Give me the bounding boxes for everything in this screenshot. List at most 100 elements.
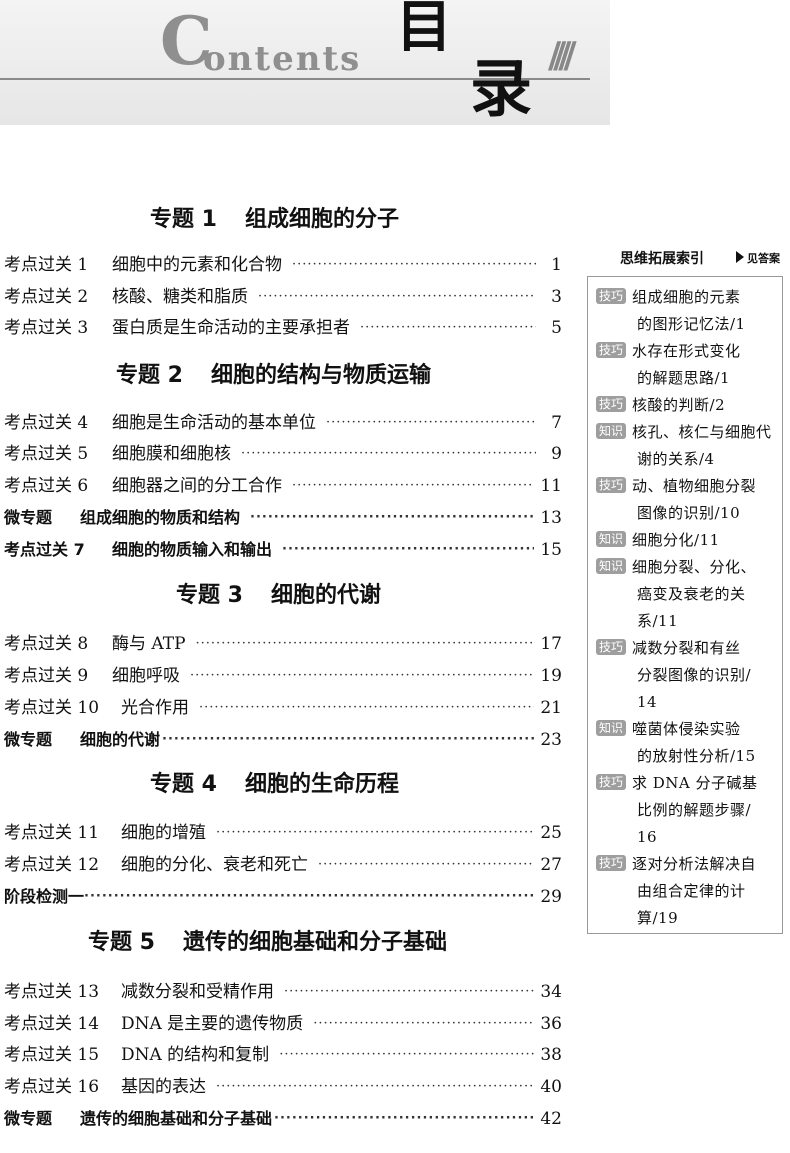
- side-item[interactable]: 技巧水存在形式变化 的解题思路/1: [596, 338, 780, 392]
- side-item-line: 核酸的判断/2: [632, 396, 726, 414]
- side-item[interactable]: 技巧组成细胞的元素 的图形记忆法/1: [596, 284, 780, 338]
- tag-badge: 技巧: [596, 855, 627, 871]
- entry-title: 细胞是生命活动的基本单位: [112, 413, 316, 433]
- toc-entry-micro[interactable]: 微专题 细胞的代谢 23: [4, 728, 562, 752]
- entry-label: 考点过关 9: [4, 666, 89, 686]
- side-item[interactable]: 知识噬菌体侵染实验 的放射性分析/15: [596, 716, 780, 770]
- side-item[interactable]: 技巧求 DNA 分子碱基 比例的解题步骤/ 16: [596, 770, 780, 851]
- toc-entry[interactable]: 考点过关 4 细胞是生命活动的基本单位 7: [4, 411, 562, 435]
- entry-label: 考点过关 7: [4, 540, 85, 559]
- tag-badge: 技巧: [596, 342, 627, 358]
- title-char-mu: 目: [396, 0, 452, 60]
- entry-page: 7: [551, 413, 562, 433]
- leader-dots: [250, 506, 534, 530]
- side-item[interactable]: 技巧逐对分析法解决自 由组合定律的计 算/19: [596, 851, 780, 932]
- entry-label: 考点过关 4: [4, 413, 89, 433]
- side-item-line: 减数分裂和有丝: [632, 639, 741, 657]
- header-rule: [0, 78, 590, 80]
- entry-label: 考点过关 15: [4, 1045, 100, 1065]
- entry-page: 40: [540, 1077, 562, 1097]
- toc-entry-micro[interactable]: 微专题 组成细胞的物质和结构 13: [4, 506, 562, 530]
- toc-entry[interactable]: 考点过关 14 DNA 是主要的遗传物质 36: [4, 1012, 562, 1036]
- toc-entry[interactable]: 考点过关 12 细胞的分化、衰老和死亡 27: [4, 853, 562, 877]
- entry-label: 考点过关 2: [4, 287, 89, 307]
- leader-dots: [190, 664, 534, 688]
- leader-dots: [199, 696, 534, 720]
- entry-label: 考点过关 1: [4, 255, 89, 275]
- entry-title: 细胞的物质输入和输出: [112, 540, 273, 559]
- toc-entry-stage-test[interactable]: 阶段检测一 29: [4, 885, 562, 909]
- leader-dots: [360, 316, 536, 340]
- side-item-line: 算/19: [637, 909, 679, 927]
- entry-page: 42: [540, 1109, 562, 1129]
- entry-title: 细胞膜和细胞核: [112, 444, 231, 464]
- entry-label: 考点过关 12: [4, 855, 100, 875]
- entry-page: 36: [540, 1014, 562, 1034]
- leader-dots: [292, 474, 534, 498]
- toc-entry[interactable]: 考点过关 1 细胞中的元素和化合物 1: [4, 253, 562, 277]
- tag-badge: 技巧: [596, 396, 627, 412]
- entry-label: 考点过关 5: [4, 444, 89, 464]
- toc-entry[interactable]: 考点过关 5 细胞膜和细胞核 9: [4, 442, 562, 466]
- toc-entry[interactable]: 考点过关 3 蛋白质是生命活动的主要承担者 5: [4, 316, 562, 340]
- side-index-title: 思维拓展索引: [620, 251, 704, 267]
- toc-entry[interactable]: 考点过关 15 DNA 的结构和复制 38: [4, 1043, 562, 1067]
- side-item-line: 分裂图像的识别/: [637, 666, 752, 684]
- entry-label: 考点过关 6: [4, 476, 89, 496]
- toc-entry[interactable]: 考点过关 7 细胞的物质输入和输出 15: [4, 538, 562, 562]
- entry-title: 核酸、糖类和脂质: [112, 287, 248, 307]
- toc-entry[interactable]: 考点过关 11 细胞的增殖 25: [4, 821, 562, 845]
- side-item-line: 14: [637, 693, 658, 711]
- entry-label: 阶段检测一: [4, 887, 85, 906]
- entry-page: 5: [551, 318, 562, 338]
- entry-label: 考点过关 8: [4, 634, 89, 654]
- section-number: 专题 2: [116, 363, 183, 388]
- entry-label: 考点过关 13: [4, 982, 100, 1002]
- tag-badge: 技巧: [596, 774, 627, 790]
- leader-dots: [241, 442, 536, 466]
- side-item-line: 噬菌体侵染实验: [632, 720, 741, 738]
- leader-dots: [292, 253, 536, 277]
- entry-label: 考点过关 10: [4, 698, 100, 718]
- side-item-line: 谢的关系/4: [637, 450, 715, 468]
- side-item-line: 由组合定律的计: [637, 882, 746, 900]
- entry-page: 38: [540, 1045, 562, 1065]
- toc-entry[interactable]: 考点过关 13 减数分裂和受精作用 34: [4, 980, 562, 1004]
- side-item[interactable]: 知识细胞分化/11: [596, 527, 780, 554]
- section-name: 组成细胞的分子: [244, 207, 399, 232]
- leader-dots: [258, 285, 536, 309]
- toc-entry[interactable]: 考点过关 6 细胞器之间的分工合作 11: [4, 474, 562, 498]
- side-item-line: 16: [637, 828, 658, 846]
- section-number: 专题 1: [150, 207, 217, 232]
- side-item-line: 比例的解题步骤/: [637, 801, 752, 819]
- entry-title: 遗传的细胞基础和分子基础: [80, 1109, 273, 1128]
- side-item[interactable]: 知识细胞分裂、分化、 癌变及衰老的关 系/11: [596, 554, 780, 635]
- section-name: 细胞的结构与物质运输: [210, 363, 431, 388]
- entry-page: 21: [540, 698, 562, 718]
- toc-entry[interactable]: 考点过关 2 核酸、糖类和脂质 3: [4, 285, 562, 309]
- leader-dots: [274, 1107, 534, 1131]
- side-item[interactable]: 技巧核酸的判断/2: [596, 392, 780, 419]
- entry-label: 微专题: [4, 1109, 53, 1128]
- leader-dots: [216, 1075, 534, 1099]
- toc-entry-micro[interactable]: 微专题 遗传的细胞基础和分子基础 42: [4, 1107, 562, 1131]
- toc-entry[interactable]: 考点过关 8 酶与 ATP 17: [4, 632, 562, 656]
- toc-entry[interactable]: 考点过关 16 基因的表达 40: [4, 1075, 562, 1099]
- tag-badge: 知识: [596, 558, 627, 574]
- side-item[interactable]: 知识核孔、核仁与细胞代 谢的关系/4: [596, 419, 780, 473]
- title-char-lu: 录: [470, 52, 533, 125]
- side-item-line: 组成细胞的元素: [632, 288, 741, 306]
- side-item[interactable]: 技巧动、植物细胞分裂 图像的识别/10: [596, 473, 780, 527]
- section-number: 专题 3: [176, 583, 243, 608]
- entry-title: 细胞器之间的分工合作: [112, 476, 282, 496]
- toc-entry[interactable]: 考点过关 9 细胞呼吸 19: [4, 664, 562, 688]
- entry-page: 11: [540, 476, 562, 496]
- side-item-line: 细胞分化/11: [632, 531, 720, 549]
- toc-entry[interactable]: 考点过关 10 光合作用 21: [4, 696, 562, 720]
- side-item-line: 细胞分裂、分化、: [632, 558, 757, 576]
- side-item[interactable]: 技巧减数分裂和有丝 分裂图像的识别/ 14: [596, 635, 780, 716]
- entry-page: 34: [540, 982, 562, 1002]
- entry-label: 考点过关 11: [4, 823, 100, 843]
